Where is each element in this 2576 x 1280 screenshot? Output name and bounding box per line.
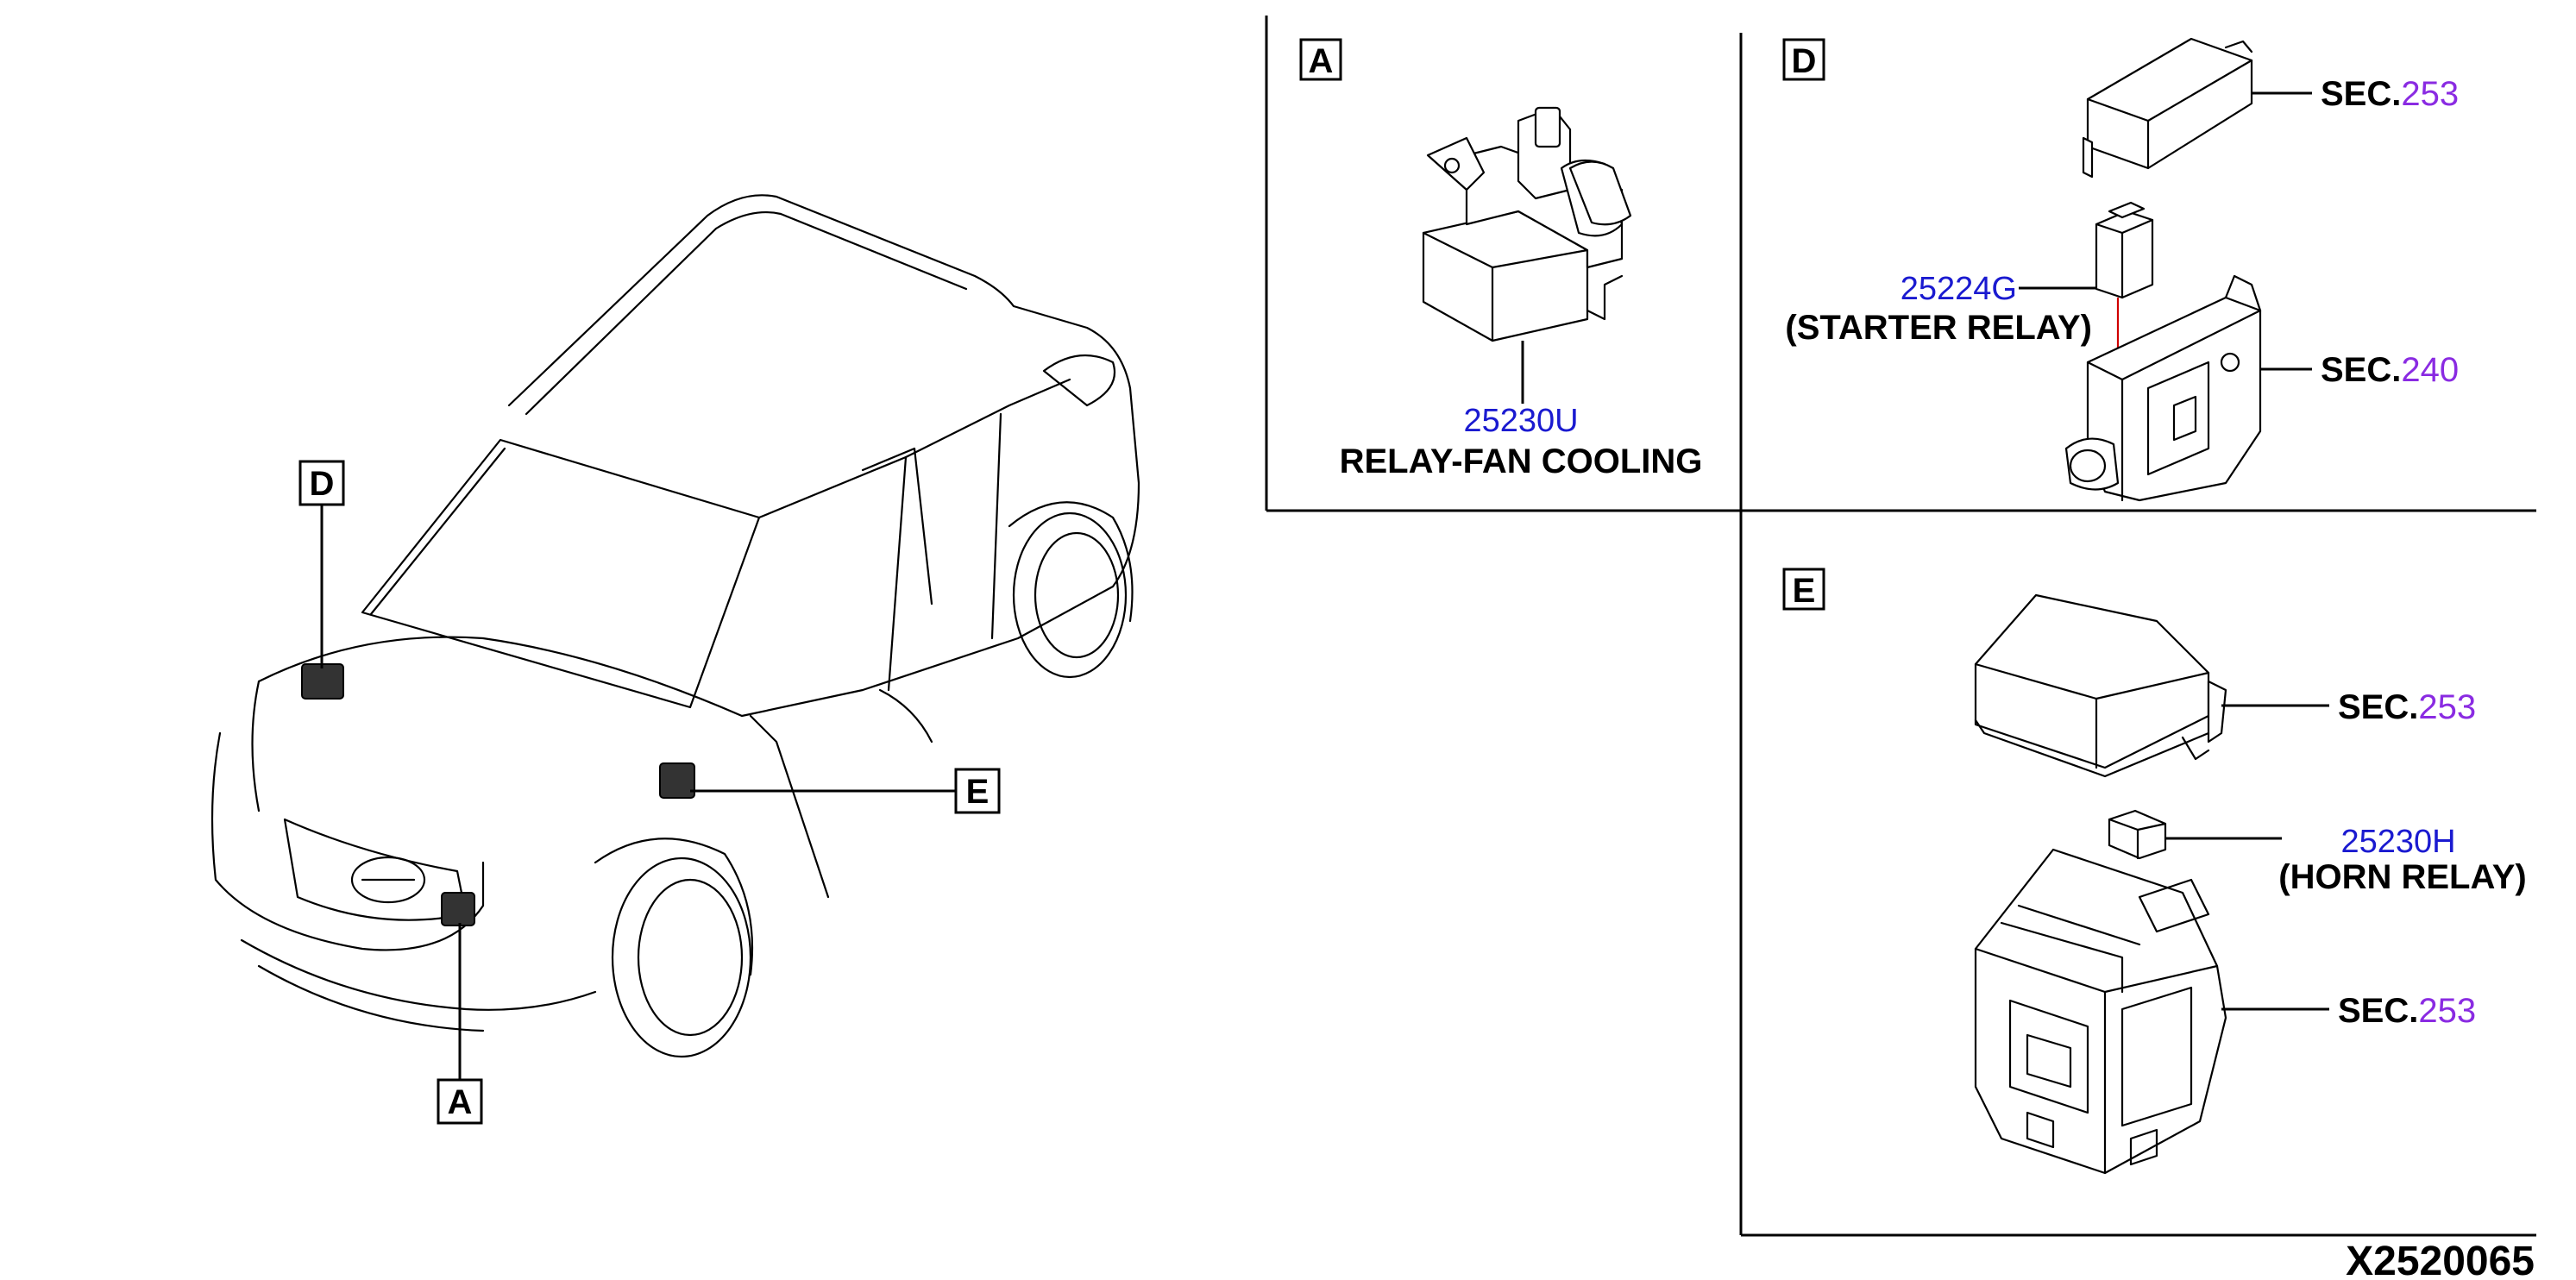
relay-box-drawing bbox=[2064, 274, 2262, 502]
svg-text:SEC.240: SEC.240 bbox=[2321, 351, 2459, 389]
panel-a: A 25230U RELAY-FAN COOLING bbox=[1299, 38, 1703, 480]
panel-e-label: E bbox=[1782, 568, 1825, 611]
svg-text:D: D bbox=[1792, 42, 1817, 80]
svg-text:E: E bbox=[1793, 572, 1816, 610]
vehicle-illustration bbox=[210, 194, 1140, 1058]
vehicle-callout-d[interactable]: D bbox=[298, 460, 345, 668]
starter-relay-drawing bbox=[2095, 201, 2154, 299]
fuse-box-cover-drawing bbox=[2082, 37, 2253, 179]
vehicle-callout-e[interactable]: E bbox=[690, 768, 1001, 814]
panel-d: D SEC.253 25224G (STARTER RELAY) bbox=[1782, 37, 2459, 502]
drawing-code: X2520065 bbox=[2346, 1239, 2535, 1280]
svg-text:A: A bbox=[448, 1083, 473, 1121]
panel-a-label: A bbox=[1299, 38, 1342, 81]
relay-location-e bbox=[659, 762, 695, 799]
panel-d-label: D bbox=[1782, 38, 1825, 81]
relay-location-d bbox=[301, 663, 344, 700]
panel-e-part-number[interactable]: 25230H bbox=[2340, 824, 2455, 860]
horn-relay-drawing bbox=[2108, 809, 2167, 860]
panel-a-part-number[interactable]: 25230U bbox=[1463, 403, 1578, 439]
svg-text:SEC.253: SEC.253 bbox=[2338, 688, 2476, 726]
panel-d-part-number[interactable]: 25224G bbox=[1901, 271, 2017, 307]
panel-e: E SEC.253 25230H (HORN RELAY) bbox=[1782, 568, 2527, 1175]
svg-text:E: E bbox=[966, 773, 990, 811]
panel-d-sec-bottom[interactable]: SEC.240 bbox=[2321, 351, 2459, 389]
relay-box-e-drawing bbox=[1974, 848, 2227, 1175]
panel-a-description: RELAY-FAN COOLING bbox=[1340, 442, 1703, 480]
relay-fan-cooling-drawing bbox=[1422, 106, 1632, 342]
panel-e-sec-top[interactable]: SEC.253 bbox=[2338, 688, 2476, 726]
panel-d-sec-top[interactable]: SEC.253 bbox=[2321, 75, 2459, 113]
panel-e-description: (HORN RELAY) bbox=[2278, 858, 2526, 896]
svg-text:SEC.253: SEC.253 bbox=[2338, 992, 2476, 1030]
fuse-box-cover-e-drawing bbox=[1974, 593, 2227, 778]
relay-location-a bbox=[441, 892, 475, 926]
svg-text:A: A bbox=[1309, 42, 1334, 80]
panel-e-sec-bottom[interactable]: SEC.253 bbox=[2338, 992, 2476, 1030]
vehicle-callout-a[interactable]: A bbox=[437, 923, 483, 1125]
svg-text:D: D bbox=[310, 465, 335, 503]
panel-d-description: (STARTER RELAY) bbox=[1785, 309, 2092, 347]
svg-text:SEC.253: SEC.253 bbox=[2321, 75, 2459, 113]
panel-frame bbox=[1265, 16, 2536, 1237]
